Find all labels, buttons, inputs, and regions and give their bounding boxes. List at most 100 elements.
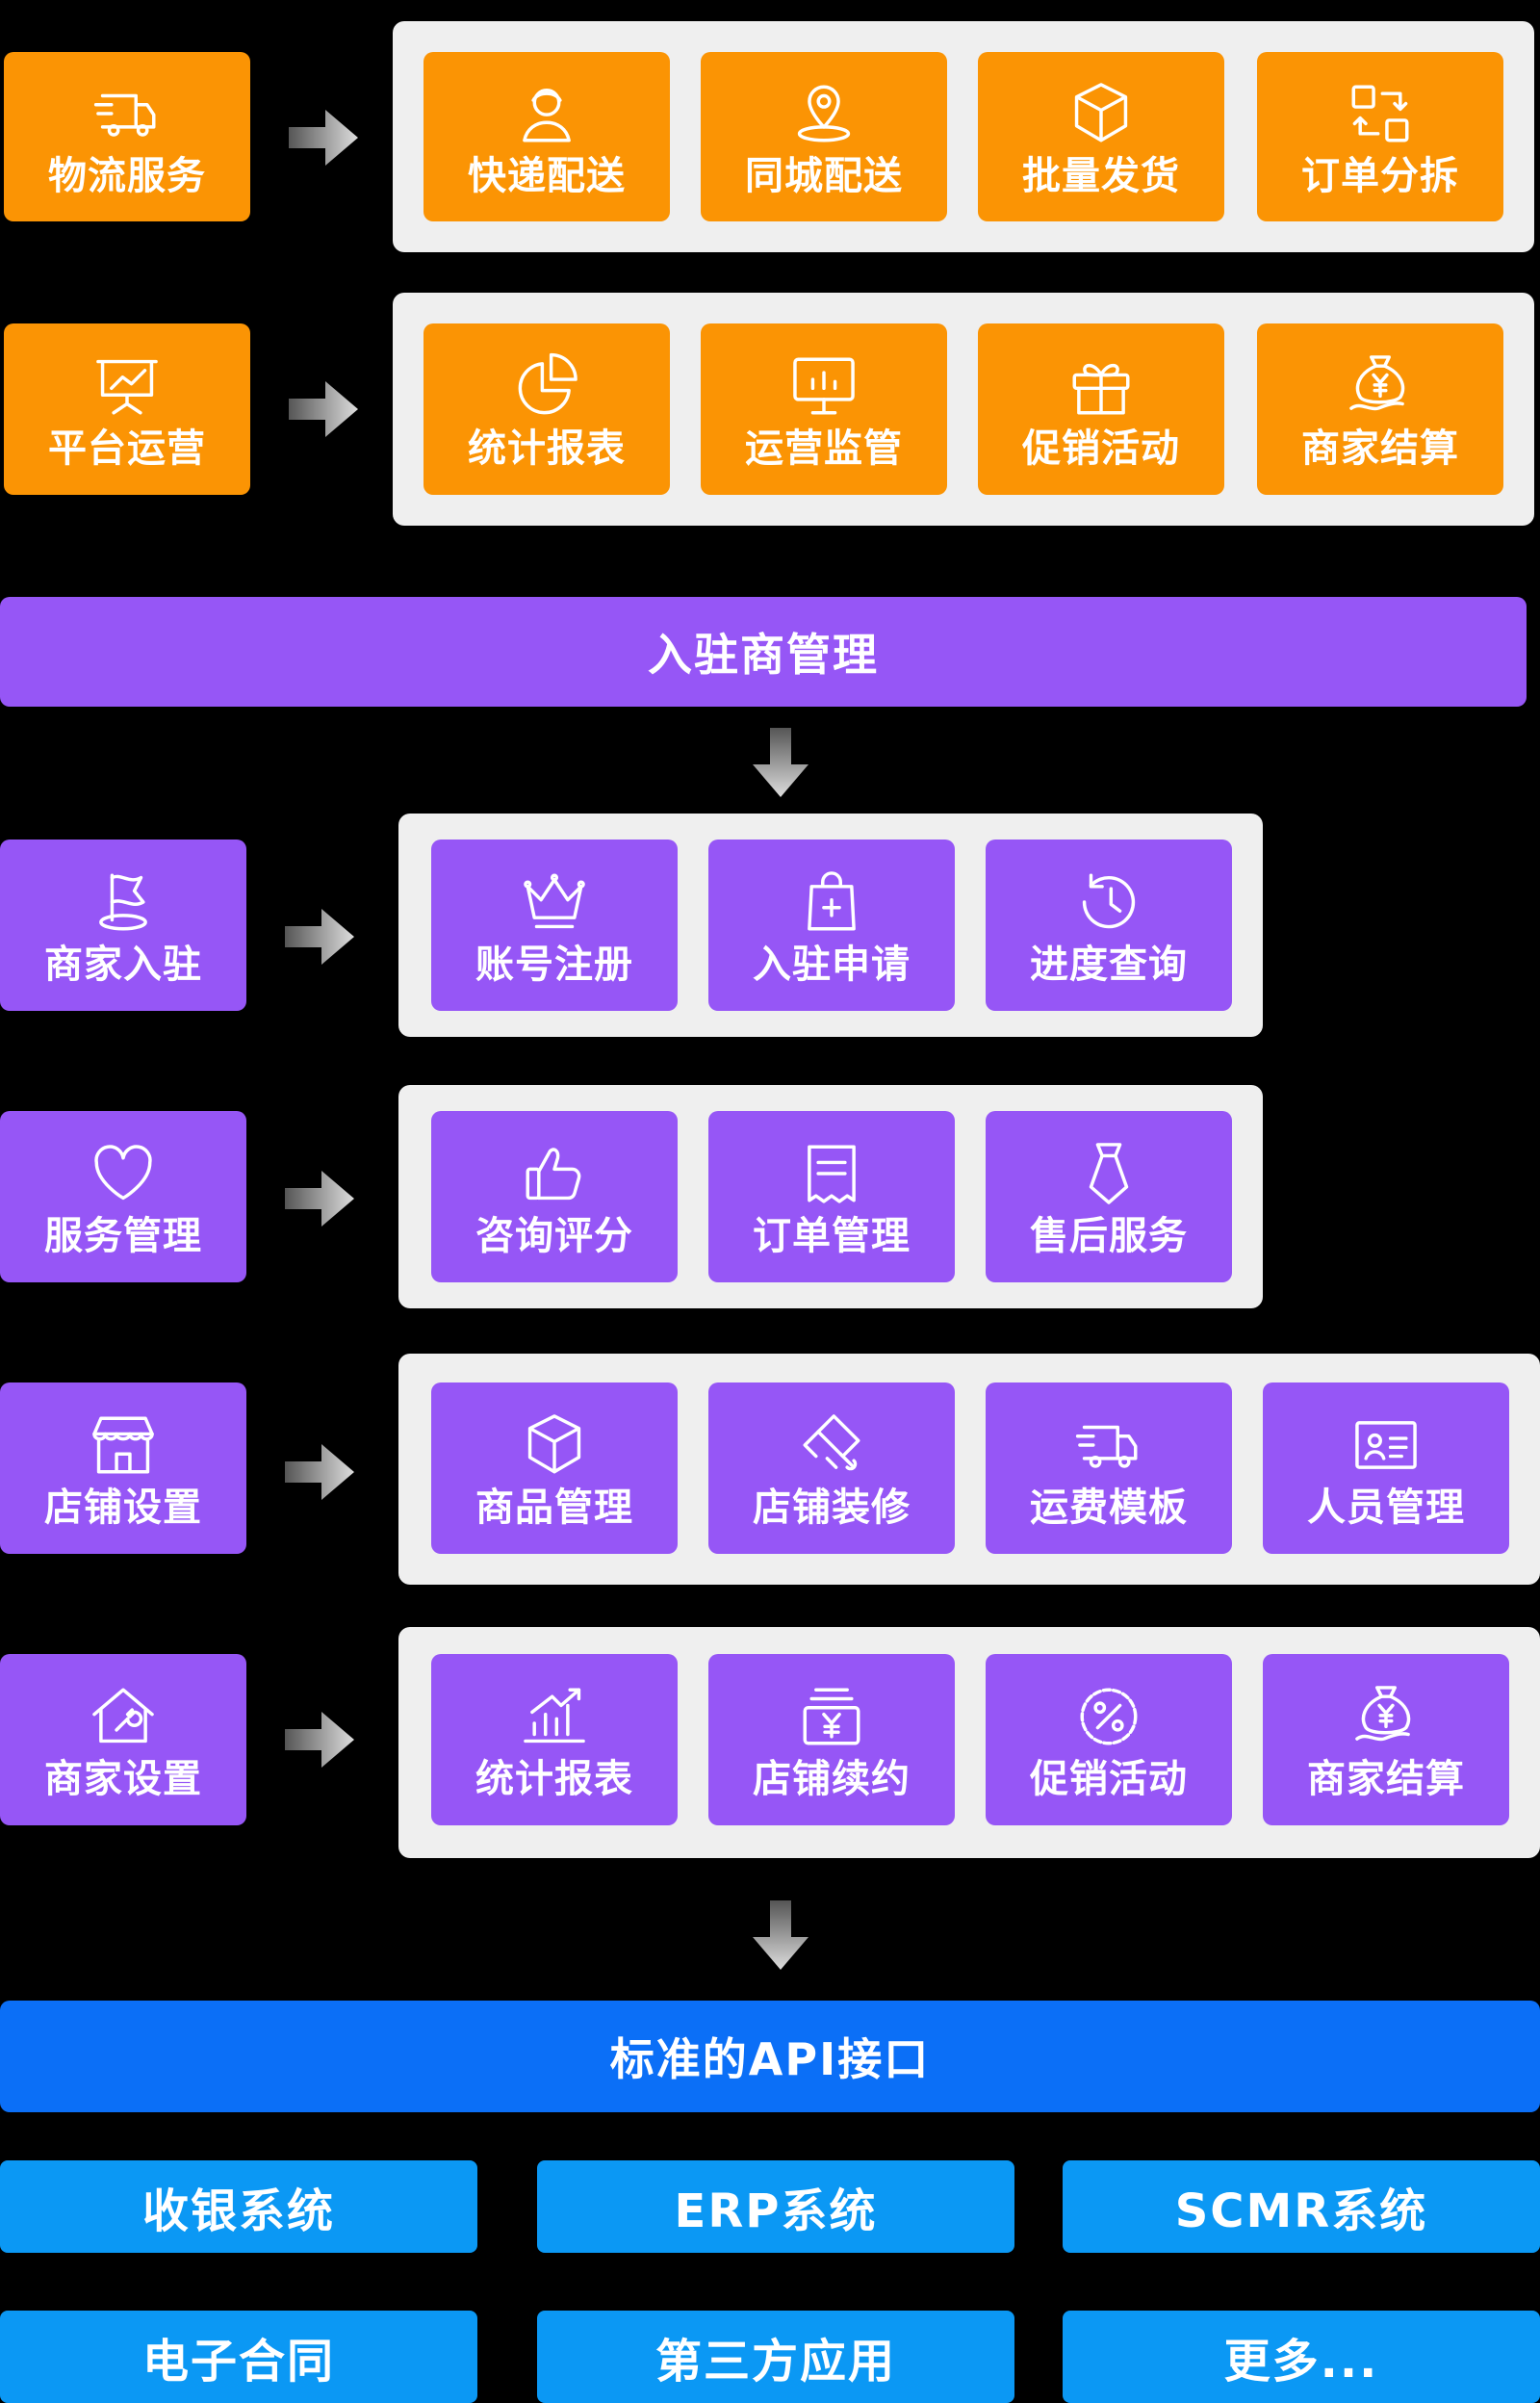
- tile-label: 账号注册: [475, 943, 633, 987]
- tile-same-city-delivery[interactable]: 同城配送: [701, 52, 947, 221]
- tile-label: 促销活动: [1022, 426, 1180, 471]
- tile-shipping-template[interactable]: 运费模板: [986, 1382, 1232, 1554]
- side-label: 服务管理: [44, 1214, 202, 1258]
- home-wrench-icon: [92, 1688, 154, 1744]
- tile-store-renewal[interactable]: 店铺续约: [708, 1654, 955, 1825]
- tile-stats-report[interactable]: 统计报表: [424, 323, 670, 495]
- arrow-down-icon: [753, 728, 808, 797]
- tile-label: 店铺装修: [753, 1486, 911, 1530]
- pie-chart-icon: [518, 352, 578, 415]
- tile-after-sales[interactable]: 售后服务: [986, 1111, 1232, 1282]
- tile-label: 入驻申请: [753, 943, 911, 987]
- system-label: 电子合同: [141, 2335, 335, 2389]
- tile-label: 统计报表: [468, 426, 626, 471]
- tile-stats-report-2[interactable]: 统计报表: [431, 1654, 678, 1825]
- system-label: ERP系统: [674, 2184, 878, 2238]
- history-icon: [1082, 873, 1136, 929]
- store-icon: [92, 1416, 154, 1474]
- tile-consult-rating[interactable]: 咨询评分: [431, 1111, 678, 1282]
- tile-product-mgmt[interactable]: 商品管理: [431, 1382, 678, 1554]
- system-more[interactable]: 更多...: [1063, 2311, 1540, 2403]
- tile-account-register[interactable]: 账号注册: [431, 840, 678, 1011]
- money-bag-icon: [1355, 1686, 1411, 1742]
- yen-box-icon: [803, 1688, 860, 1745]
- tile-staff-mgmt[interactable]: 人员管理: [1263, 1382, 1509, 1554]
- side-tile-store-settings[interactable]: 店铺设置: [0, 1382, 246, 1554]
- tile-promotion-2[interactable]: 促销活动: [986, 1654, 1232, 1825]
- merchant-management-label: 入驻商管理: [648, 629, 879, 681]
- money-bag-icon: [1349, 355, 1405, 411]
- thumbs-up-icon: [526, 1148, 581, 1201]
- system-label: SCMR系统: [1174, 2184, 1428, 2238]
- tile-label: 售后服务: [1030, 1214, 1188, 1258]
- side-tile-merchant-settings[interactable]: 商家设置: [0, 1654, 246, 1825]
- arrow-right-icon: [285, 1712, 354, 1768]
- tile-promotion[interactable]: 促销活动: [978, 323, 1224, 495]
- tile-label: 商家结算: [1301, 426, 1459, 471]
- tile-label: 商家结算: [1307, 1757, 1465, 1801]
- side-label: 物流服务: [48, 154, 206, 198]
- tile-merchant-settlement-2[interactable]: 商家结算: [1263, 1654, 1509, 1825]
- flag-icon: [99, 873, 147, 931]
- system-label: 更多...: [1223, 2335, 1379, 2389]
- tile-label: 进度查询: [1030, 943, 1188, 987]
- arrow-right-icon: [289, 381, 358, 437]
- monitor-icon: [793, 357, 855, 415]
- paint-icon: [803, 1414, 860, 1471]
- tile-label: 店铺续约: [753, 1757, 911, 1801]
- shopping-bag-icon: [808, 871, 856, 931]
- tile-ops-supervision[interactable]: 运营监管: [701, 323, 947, 495]
- merchant-management-bar: 入驻商管理: [0, 597, 1527, 707]
- location-pin-icon: [797, 85, 851, 142]
- side-label: 店铺设置: [44, 1486, 202, 1530]
- side-tile-merchant-onboarding[interactable]: 商家入驻: [0, 840, 246, 1011]
- tile-order-mgmt[interactable]: 订单管理: [708, 1111, 955, 1282]
- split-icon: [1351, 85, 1409, 142]
- arrow-down-icon: [753, 1900, 808, 1970]
- tile-label: 人员管理: [1307, 1486, 1465, 1530]
- arrow-right-icon: [285, 1171, 354, 1227]
- system-erp[interactable]: ERP系统: [537, 2160, 1014, 2253]
- side-label: 平台运营: [48, 426, 206, 471]
- tile-progress-query[interactable]: 进度查询: [986, 840, 1232, 1011]
- bar-chart-icon: [524, 1688, 585, 1744]
- tile-express-delivery[interactable]: 快递配送: [424, 52, 670, 221]
- system-e-contract[interactable]: 电子合同: [0, 2311, 477, 2403]
- tile-label: 商品管理: [475, 1486, 633, 1530]
- tile-merchant-settlement[interactable]: 商家结算: [1257, 323, 1503, 495]
- tile-store-decoration[interactable]: 店铺装修: [708, 1382, 955, 1554]
- tile-label: 咨询评分: [475, 1214, 633, 1258]
- system-label: 第三方应用: [654, 2335, 896, 2389]
- side-tile-logistics[interactable]: 物流服务: [4, 52, 250, 221]
- side-tile-platform-ops[interactable]: 平台运营: [4, 323, 250, 495]
- tile-bulk-shipping[interactable]: 批量发货: [978, 52, 1224, 221]
- side-label: 商家入驻: [44, 943, 202, 987]
- api-bar: 标准的API接口: [0, 2001, 1540, 2112]
- system-third-party[interactable]: 第三方应用: [537, 2311, 1014, 2403]
- side-label: 商家设置: [44, 1757, 202, 1801]
- arrow-right-icon: [289, 110, 358, 166]
- tile-label: 快递配送: [468, 154, 626, 198]
- truck-icon: [93, 93, 156, 137]
- side-tile-service-mgmt[interactable]: 服务管理: [0, 1111, 246, 1282]
- tie-icon: [1089, 1143, 1129, 1204]
- system-label: 收银系统: [141, 2184, 335, 2238]
- system-scmr[interactable]: SCMR系统: [1063, 2160, 1540, 2253]
- tile-label: 运费模板: [1030, 1486, 1188, 1530]
- tile-label: 运营监管: [745, 426, 903, 471]
- tile-order-split[interactable]: 订单分拆: [1257, 52, 1503, 221]
- receipt-icon: [808, 1145, 856, 1203]
- tile-label: 订单分拆: [1301, 154, 1459, 198]
- percent-icon: [1080, 1688, 1138, 1745]
- crown-icon: [524, 873, 585, 929]
- api-label: 标准的API接口: [609, 2033, 931, 2085]
- box-icon: [527, 1414, 581, 1474]
- arrow-right-icon: [285, 1444, 354, 1500]
- tile-onboard-apply[interactable]: 入驻申请: [708, 840, 955, 1011]
- tile-label: 批量发货: [1022, 154, 1180, 198]
- truck-icon: [1075, 1425, 1138, 1468]
- arrow-right-icon: [285, 909, 354, 965]
- courier-icon: [523, 88, 571, 142]
- tile-label: 统计报表: [475, 1757, 633, 1801]
- system-cashier[interactable]: 收银系统: [0, 2160, 477, 2253]
